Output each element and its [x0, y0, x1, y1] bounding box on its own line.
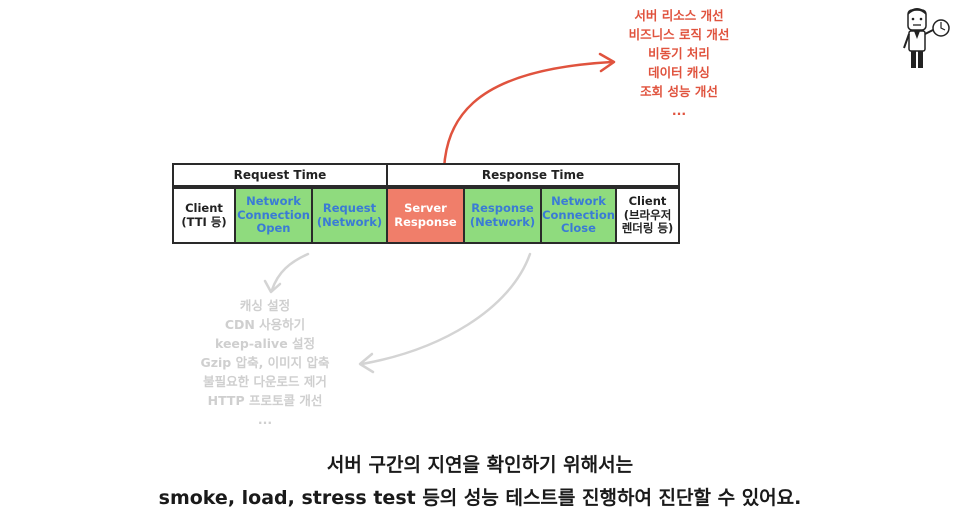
network-connection-open-cell: Network Connection Open [234, 187, 313, 244]
list-item: 서버 리소스 개선 [634, 8, 724, 23]
list-item: 비즈니스 로직 개선 [628, 27, 730, 42]
list-item: HTTP 프로토콜 개선 [207, 393, 323, 408]
network-connection-close-cell: Network Connection Close [540, 187, 617, 244]
subtitle-line-1: 서버 구간의 지연을 확인하기 위해서는 [326, 454, 634, 476]
list-item: Gzip 압축, 이미지 압축 [200, 355, 330, 370]
request-time-header: Request Time [172, 163, 388, 187]
list-item: CDN 사용하기 [224, 317, 306, 332]
grey-arrowhead-left [263, 279, 282, 294]
list-item: keep-alive 설정 [214, 336, 316, 351]
list-item: 캐싱 설정 [239, 298, 291, 313]
list-item: 데이터 캐싱 [648, 65, 710, 80]
request-network-cell: Request (Network) [311, 187, 388, 244]
grey-arrow-left [270, 252, 310, 292]
red-arrowhead [598, 52, 616, 73]
grey-arrowhead-right [358, 352, 375, 374]
list-item: 비동기 처리 [648, 46, 710, 61]
network-improvement-list: 캐싱 설정 CDN 사용하기 keep-alive 설정 Gzip 압축, 이미… [180, 296, 350, 429]
list-item: 불필요한 다운로드 제거 [203, 374, 327, 389]
response-network-cell: Response (Network) [463, 187, 542, 244]
response-time-header: Response Time [386, 163, 680, 187]
client-tti-cell: Client (TTI 등) [172, 187, 236, 244]
list-item: ... [257, 412, 273, 427]
client-rendering-cell: Client (브라우저 렌더링 등) [615, 187, 680, 244]
cartoon-character-icon [903, 8, 950, 68]
server-improvement-list: 서버 리소스 개선 비즈니스 로직 개선 비동기 처리 데이터 캐싱 조회 성능… [604, 6, 754, 120]
list-item: ... [671, 103, 687, 118]
server-response-cell: Server Response [386, 187, 465, 244]
list-item: 조회 성능 개선 [640, 84, 718, 99]
subtitle-line-2: smoke, load, stress test 등의 성능 테스트를 진행하여… [158, 487, 802, 509]
grey-arrow-right [360, 252, 532, 366]
